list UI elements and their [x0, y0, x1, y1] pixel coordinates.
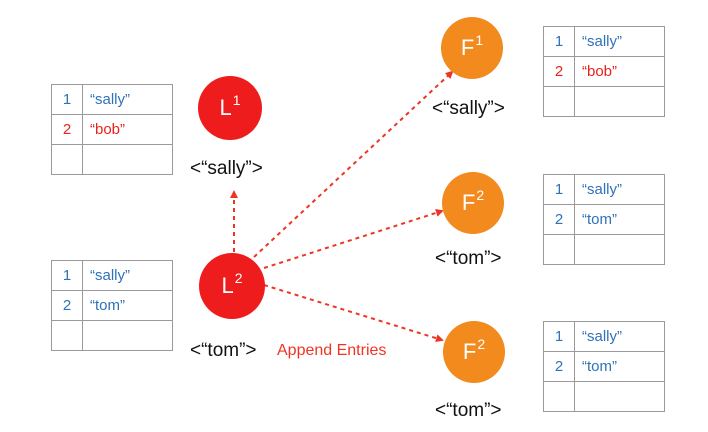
- log-entry-row: [543, 381, 665, 412]
- log-entry-value: “sally”: [574, 174, 665, 205]
- log-entry-value: “tom”: [82, 290, 173, 321]
- node-state-f2b: <“tom”>: [435, 400, 502, 421]
- node-letter: F: [460, 35, 475, 60]
- log-entry-row: 2“bob”: [543, 56, 665, 87]
- log-table-l2: 1“sally”2“tom”: [51, 260, 173, 351]
- log-entry-index: 1: [51, 84, 83, 115]
- log-entry-index: 1: [543, 174, 575, 205]
- log-entry-row: 1“sally”: [543, 321, 665, 352]
- arrow-l2-to-f1: [253, 70, 454, 258]
- log-entry-row: 2“bob”: [51, 114, 173, 145]
- log-table-f2b: 1“sally”2“tom”: [543, 321, 665, 412]
- log-entry-index: 1: [543, 321, 575, 352]
- log-entry-value: “tom”: [574, 204, 665, 235]
- log-entry-row: [543, 86, 665, 117]
- log-entry-value: “bob”: [82, 114, 173, 145]
- node-sup: 2: [477, 336, 486, 352]
- node-letter: F: [461, 190, 476, 215]
- node-state-l2: <“tom”>: [190, 340, 257, 361]
- log-table-l1: 1“sally”2“bob”: [51, 84, 173, 175]
- log-entry-row: 2“tom”: [51, 290, 173, 321]
- log-entry-index: 2: [543, 204, 575, 235]
- log-entry-index: 2: [543, 351, 575, 382]
- log-entry-index: 1: [51, 260, 83, 291]
- log-entry-value: [574, 381, 665, 412]
- log-entry-index: 2: [51, 114, 83, 145]
- node-sup: 2: [476, 187, 485, 203]
- node-state-l1: <“sally”>: [190, 158, 263, 179]
- log-entry-row: 1“sally”: [51, 84, 173, 115]
- log-entry-index: [543, 381, 575, 412]
- log-entry-row: [51, 320, 173, 351]
- node-sup: 1: [232, 92, 241, 108]
- log-entry-value: “sally”: [574, 321, 665, 352]
- log-entry-row: 2“tom”: [543, 204, 665, 235]
- log-table-f1: 1“sally”2“bob”: [543, 26, 665, 117]
- log-entry-index: [543, 86, 575, 117]
- log-entry-value: “bob”: [574, 56, 665, 87]
- node-sup: 1: [475, 32, 484, 48]
- node-state-f1: <“sally”>: [432, 98, 505, 119]
- log-entry-row: 1“sally”: [543, 26, 665, 57]
- log-entry-value: [82, 320, 173, 351]
- log-entry-index: [51, 320, 83, 351]
- log-entry-value: [82, 144, 173, 175]
- append-entries-label: Append Entries: [277, 342, 387, 359]
- node-letter: F: [462, 339, 477, 364]
- log-entry-index: [51, 144, 83, 175]
- log-entry-value: “sally”: [82, 260, 173, 291]
- log-entry-index: [543, 234, 575, 265]
- log-entry-row: 1“sally”: [543, 174, 665, 205]
- node-state-f2a: <“tom”>: [435, 248, 502, 269]
- node-sup: 2: [234, 270, 243, 286]
- log-entry-index: 2: [543, 56, 575, 87]
- arrow-l2-to-f2b: [263, 284, 444, 343]
- log-entry-row: 1“sally”: [51, 260, 173, 291]
- log-entry-value: “tom”: [574, 351, 665, 382]
- log-entry-value: [574, 86, 665, 117]
- node-letter: L: [221, 273, 234, 298]
- log-entry-row: [51, 144, 173, 175]
- log-entry-value: “sally”: [82, 84, 173, 115]
- log-entry-row: [543, 234, 665, 265]
- log-entry-value: “sally”: [574, 26, 665, 57]
- arrow-l2-to-f2a: [263, 209, 444, 269]
- log-entry-row: 2“tom”: [543, 351, 665, 382]
- log-entry-index: 2: [51, 290, 83, 321]
- log-entry-value: [574, 234, 665, 265]
- node-letter: L: [219, 95, 232, 120]
- log-table-f2a: 1“sally”2“tom”: [543, 174, 665, 265]
- log-entry-index: 1: [543, 26, 575, 57]
